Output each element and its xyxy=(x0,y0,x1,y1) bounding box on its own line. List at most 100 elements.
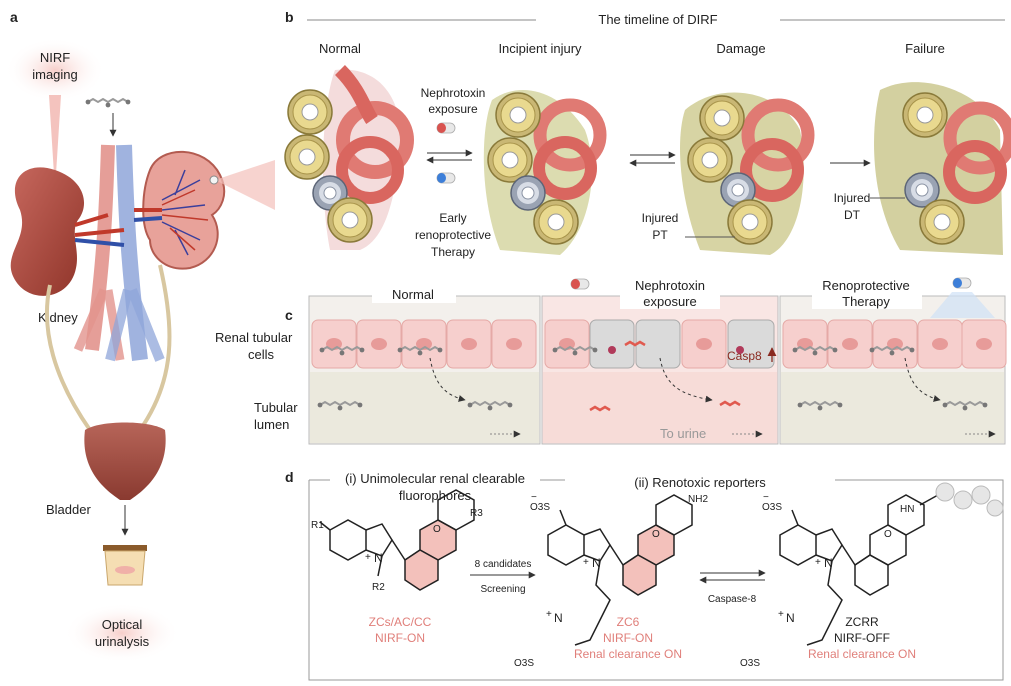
svg-text:+: + xyxy=(365,552,371,563)
renal-label-2: cells xyxy=(248,347,275,362)
lumen-nephrotoxin xyxy=(543,372,777,443)
injured-dt-label-1: Injured xyxy=(834,191,871,205)
optical-label-1: Optical xyxy=(102,617,143,632)
n3b-label: N xyxy=(786,611,795,625)
panel-d-letter: d xyxy=(285,469,294,485)
therapy-pill xyxy=(436,172,456,184)
mol2-caption-3: Renal clearance ON xyxy=(574,647,682,661)
iliac-vein xyxy=(105,288,165,362)
peptide-beads xyxy=(935,482,1004,517)
nirf-label-2: imaging xyxy=(32,67,78,82)
panel-c-letter: c xyxy=(285,307,293,323)
o1-label: O xyxy=(433,524,441,535)
renal-label-1: Renal tubular xyxy=(215,330,293,345)
right-kidney xyxy=(142,150,226,270)
early-label-3: Therapy xyxy=(431,245,475,259)
section2-label: (ii) Renotoxic reporters xyxy=(634,475,766,490)
bladder-label: Bladder xyxy=(46,502,91,517)
to-urine-label: To urine xyxy=(660,426,706,441)
ureter-left xyxy=(45,284,92,432)
mol3-caption-3: Renal clearance ON xyxy=(808,647,916,661)
r2-label: R2 xyxy=(372,582,385,593)
svg-text:+: + xyxy=(778,609,784,620)
injured-pt-label-1: Injured xyxy=(642,211,679,225)
c-therapy-pill xyxy=(952,277,972,289)
nirf-glow xyxy=(5,38,105,102)
panel-a-letter: a xyxy=(10,9,18,25)
early-label-1: Early xyxy=(439,211,466,225)
nephrotoxin-label-1: Nephrotoxin xyxy=(421,86,486,100)
timeline-title: The timeline of DIRF xyxy=(598,12,717,27)
stage-incipient: Incipient injury xyxy=(498,41,582,56)
r3-label: R3 xyxy=(470,508,483,519)
lumen-normal xyxy=(310,372,539,443)
nephrotoxin-label-2: exposure xyxy=(428,102,478,116)
svg-text:+: + xyxy=(546,609,552,620)
nirf-beam xyxy=(49,95,61,190)
r1-label: R1 xyxy=(311,520,324,531)
svg-text:−: − xyxy=(531,492,537,503)
mol2-caption-1: ZC6 xyxy=(617,615,640,629)
nephrotoxin-pill xyxy=(436,122,456,134)
stage-failure-illustration xyxy=(874,82,1011,255)
cells-normal xyxy=(311,319,537,369)
casp8-label: Casp8 xyxy=(727,349,762,363)
hn-label: HN xyxy=(900,504,914,515)
ureter-right xyxy=(138,264,172,432)
c-reno-label-1: Renoprotective xyxy=(822,278,909,293)
s2-label: O3S xyxy=(514,658,534,669)
n2-label: N xyxy=(592,556,601,570)
left-kidney xyxy=(10,167,85,296)
renal-vessels-left xyxy=(74,213,125,237)
panel-c: c Normal Nephrotoxin exposure xyxy=(215,275,1007,445)
cells-nephrotoxin xyxy=(544,319,775,369)
cells-therapy xyxy=(782,319,1007,369)
lumen-label-1: Tubular xyxy=(254,400,298,415)
injured-dt-label-2: DT xyxy=(844,208,861,222)
vena-cava xyxy=(116,144,148,361)
panel-a: a NIRF imaging Kidney Bladder xyxy=(5,9,275,663)
bladder xyxy=(84,422,166,500)
stage-normal-illustration xyxy=(284,65,414,250)
c-nephrotoxin-label-2: exposure xyxy=(643,294,696,309)
nirf-beam-kidney xyxy=(215,160,275,210)
panel-b-letter: b xyxy=(285,9,294,25)
early-label-2: renoprotective xyxy=(415,228,491,242)
injured-pt-label-2: PT xyxy=(652,228,668,242)
lumen-label-2: lumen xyxy=(254,417,289,432)
mol1-caption-2: NIRF-ON xyxy=(375,631,425,645)
so3-label-1: O3S xyxy=(530,502,550,513)
molecule-3 xyxy=(779,494,939,646)
n3-label: N xyxy=(824,556,833,570)
svg-text:+: + xyxy=(583,557,589,568)
panel-b: b The timeline of DIRF Normal Incipient … xyxy=(284,9,1011,259)
stage-incipient-illustration xyxy=(483,90,607,255)
n1-label: N xyxy=(374,551,383,565)
mol3-caption-1: ZCRR xyxy=(845,615,879,629)
mol1-caption-1: ZCs/AC/CC xyxy=(369,615,432,629)
c-nephrotoxin-label-1: Nephrotoxin xyxy=(635,278,705,293)
kidney-label: Kidney xyxy=(38,310,78,325)
c-normal-label: Normal xyxy=(392,287,434,302)
stage-damage-illustration xyxy=(680,92,815,255)
arrow2-bottom: Caspase-8 xyxy=(708,594,757,605)
probe-molecule xyxy=(84,98,132,109)
stage-failure: Failure xyxy=(905,41,945,56)
stage-damage: Damage xyxy=(716,41,765,56)
stage-normal: Normal xyxy=(319,41,361,56)
optical-label-2: urinalysis xyxy=(95,634,150,649)
nh2-label: NH2 xyxy=(688,494,708,505)
molecule-2 xyxy=(547,494,693,646)
o3-label: O xyxy=(884,529,892,540)
section1-line1: (i) Unimolecular renal clearable xyxy=(345,471,525,486)
molecule-1 xyxy=(319,489,475,591)
s3-label: O3S xyxy=(740,658,760,669)
cup-lid xyxy=(103,545,147,551)
so3-label-3: O3S xyxy=(762,502,782,513)
panel-d-frame xyxy=(308,479,1004,681)
svg-text:−: − xyxy=(763,492,769,503)
o2-label: O xyxy=(652,529,660,540)
urinalysis-glow xyxy=(64,603,180,663)
c-reno-label-2: Therapy xyxy=(842,294,890,309)
